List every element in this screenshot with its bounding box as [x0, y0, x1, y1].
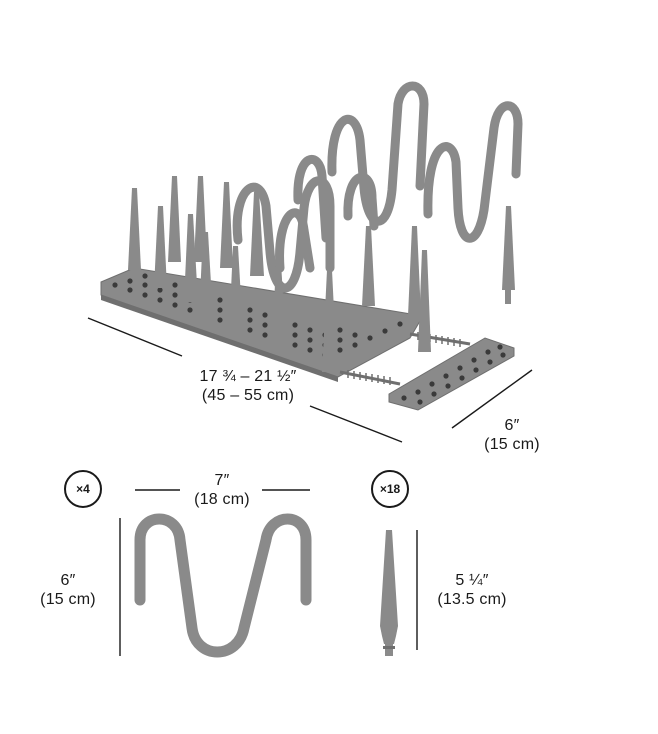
- rack-peg: [128, 188, 141, 270]
- peg-shape: [380, 530, 398, 644]
- rack-peg: [362, 226, 375, 306]
- peg-height-label: 5 ¼″ (13.5 cm): [424, 571, 520, 609]
- peg-height-imperial: 5 ¼″: [455, 572, 489, 589]
- base-plate-edge: [101, 295, 338, 382]
- peg-tip: [385, 644, 393, 656]
- peg-tip-end: [383, 646, 395, 649]
- rack-peg-loose-tip: [505, 290, 511, 304]
- rack-length-label: 17 ¾ – 21 ½″ (45 – 55 cm): [178, 367, 318, 405]
- rack-divider-6: [423, 101, 523, 243]
- rack-depth-dimension: [451, 369, 533, 429]
- peg-count-badge: ×18: [371, 470, 409, 508]
- peg-height-metric: (13.5 cm): [437, 591, 507, 608]
- rack-peg: [184, 214, 198, 302]
- divider-height-imperial: 6″: [60, 572, 76, 589]
- rack-length-metric: (45 – 55 cm): [201, 387, 295, 404]
- assembled-rack: [87, 81, 533, 443]
- divider-width-label: 7″ (18 cm): [170, 471, 274, 509]
- rack-peg: [154, 206, 167, 288]
- rack-peg: [250, 192, 264, 276]
- rail-teeth: [347, 332, 461, 385]
- rack-length-dimension: [87, 317, 403, 443]
- rack-divider-3: [293, 155, 331, 243]
- rack-peg: [199, 232, 213, 318]
- rack-divider-2: [275, 208, 315, 273]
- extension-end-plate: [388, 337, 515, 411]
- rack-length-imperial: 17 ¾ – 21 ½″: [199, 368, 297, 385]
- divider-height-metric: (15 cm): [40, 591, 96, 608]
- rack-divider-5: [343, 172, 379, 231]
- rack-dividers: [232, 81, 523, 293]
- rack-peg: [168, 176, 181, 262]
- rack-peg: [220, 182, 233, 268]
- rack-pegs: [128, 176, 515, 372]
- rack-peg: [229, 246, 243, 334]
- rack-depth-imperial: 6″: [504, 417, 520, 434]
- rack-depth-label: 6″ (15 cm): [470, 416, 554, 454]
- divider-shape: [134, 513, 312, 658]
- rack-depth-metric: (15 cm): [484, 436, 540, 453]
- divider-width-imperial: 7″: [214, 472, 230, 489]
- peg-detail: [380, 530, 418, 656]
- end-plate-holes: [401, 344, 506, 405]
- divider-width-metric: (18 cm): [194, 491, 250, 508]
- divider-height-label: 6″ (15 cm): [20, 571, 116, 609]
- rack-peg: [272, 262, 286, 348]
- rack-peg-loose: [502, 206, 515, 290]
- rack-peg: [322, 270, 337, 372]
- divider-detail: [119, 489, 312, 658]
- base-plate: [100, 267, 424, 378]
- rack-peg: [418, 250, 431, 352]
- divider-count-badge: ×4: [64, 470, 102, 508]
- rack-peg: [408, 226, 421, 316]
